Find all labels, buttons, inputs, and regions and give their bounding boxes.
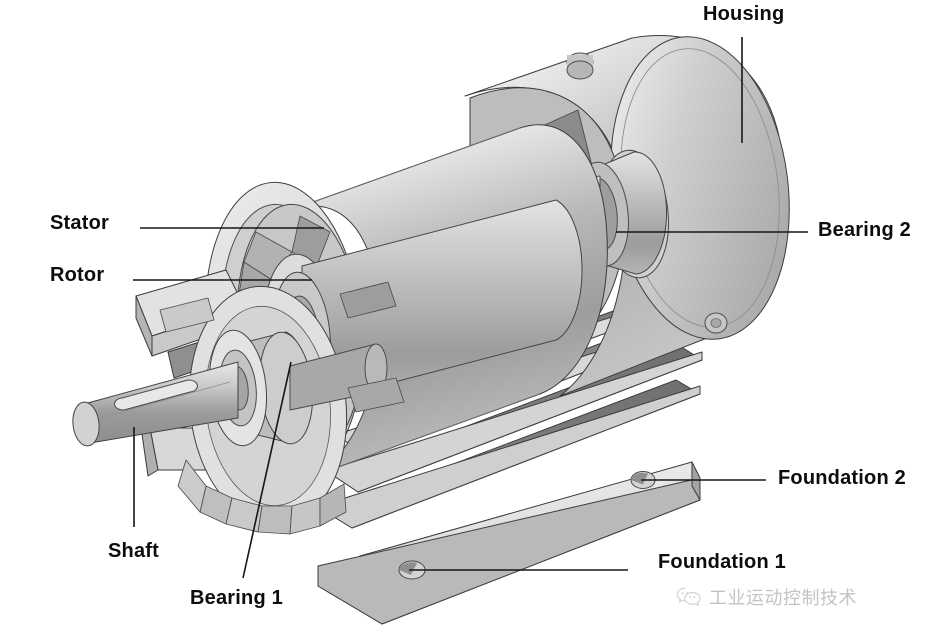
- foundation-base-plate: [141, 427, 701, 625]
- label-stator: Stator: [50, 212, 109, 234]
- label-rotor: Rotor: [50, 264, 105, 286]
- label-shaft: Shaft: [108, 540, 159, 562]
- shaft-end-face: [72, 401, 100, 447]
- end-plate-scallops: [177, 459, 347, 535]
- label-housing: Housing: [703, 3, 785, 25]
- label-foundation-2: Foundation 2: [778, 467, 906, 489]
- motor-assembly: [72, 35, 790, 625]
- internal-ribs: [159, 281, 405, 413]
- drive-shaft: [72, 361, 239, 447]
- label-bearing-2: Bearing 2: [818, 219, 911, 241]
- leader-bearing-1: [242, 361, 292, 579]
- label-foundation-1: Foundation 1: [658, 551, 786, 573]
- watermark-text: 工业运动控制技术: [709, 588, 857, 609]
- wechat-icon: [676, 587, 701, 607]
- watermark: 工业运动控制技术: [676, 584, 857, 610]
- leader-lines: [133, 37, 808, 579]
- label-bearing-1: Bearing 1: [190, 587, 283, 609]
- shaft-keyway: [114, 379, 198, 411]
